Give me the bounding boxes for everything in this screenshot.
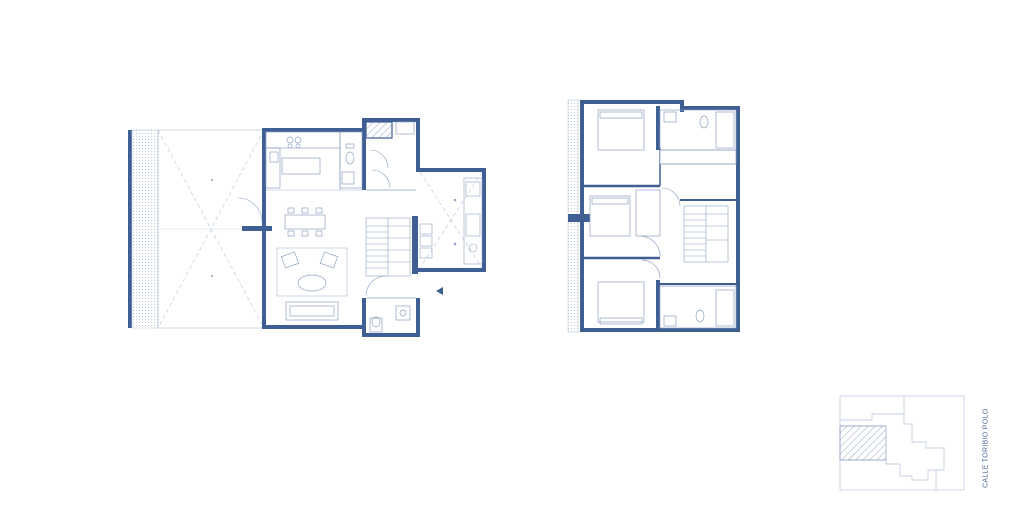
kitchen xyxy=(265,131,362,191)
upper-stairs xyxy=(661,187,740,263)
ground-floor-plan xyxy=(128,118,486,337)
upper-floor-plan xyxy=(567,99,740,333)
bedroom-2 xyxy=(584,189,661,260)
service-room xyxy=(365,121,416,191)
entry-arrow-icon xyxy=(436,287,443,295)
street-name-label: CALLE TORIBIO POLO xyxy=(982,408,990,488)
powder-room xyxy=(339,131,363,189)
terrace-area xyxy=(128,129,272,329)
bathroom-1 xyxy=(659,109,737,165)
bedroom-3 xyxy=(597,259,661,325)
service-patio xyxy=(419,171,483,269)
balcony-post xyxy=(568,214,590,222)
site-highlight xyxy=(839,425,887,461)
bathroom-2 xyxy=(659,283,740,329)
dining-living xyxy=(237,197,348,321)
bedroom-1 xyxy=(584,109,661,188)
guest-bathroom xyxy=(365,275,416,333)
site-key-plan xyxy=(839,395,965,491)
ground-stairs xyxy=(365,217,411,277)
ground-exterior-walls xyxy=(262,118,486,337)
upper-exterior-walls xyxy=(580,100,740,332)
